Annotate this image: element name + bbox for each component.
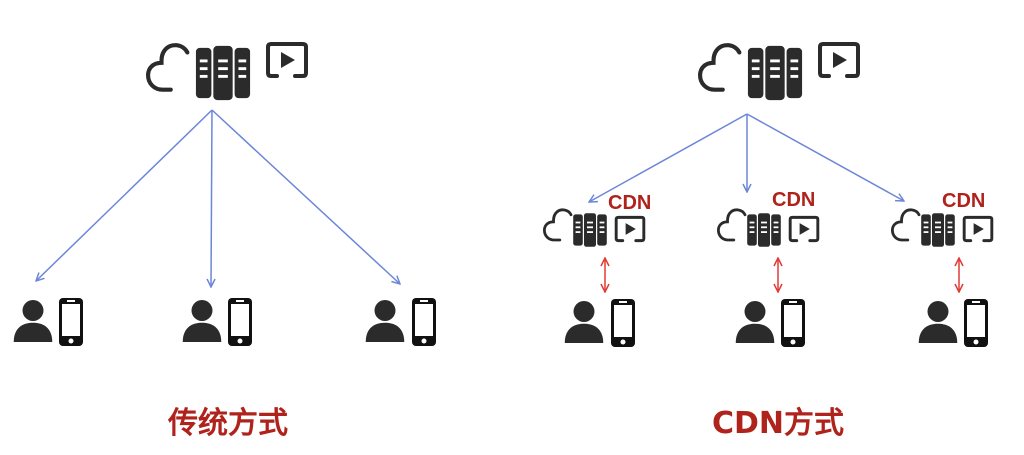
- video-play-icon: [268, 44, 306, 76]
- distribution-arrow: [746, 113, 904, 201]
- server-rack-icon: [921, 213, 955, 247]
- video-play-icon: [820, 44, 858, 76]
- cdn-edge-node: CDN: [891, 190, 994, 247]
- cdn-caption: CDN方式: [712, 406, 844, 441]
- server-rack-icon: [747, 213, 781, 247]
- server-rack-icon: [747, 45, 803, 101]
- cloud-icon: [148, 45, 187, 90]
- client: [918, 299, 988, 347]
- smartphone-icon: [228, 298, 252, 346]
- smartphone-icon: [412, 298, 436, 346]
- user-icon: [365, 300, 405, 342]
- cdn-label: CDN: [608, 192, 651, 214]
- client: [365, 298, 436, 346]
- smartphone-icon: [964, 299, 988, 347]
- cdn-edge-node: CDN: [543, 192, 651, 247]
- origin-server: [148, 44, 306, 101]
- smartphone-icon: [611, 299, 635, 347]
- cloud-icon: [891, 208, 921, 242]
- delivery-arrow: [211, 109, 400, 284]
- server-rack-icon: [195, 45, 251, 101]
- video-play-icon: [962, 215, 994, 243]
- client: [735, 299, 805, 347]
- traditional-panel: 传统方式: [13, 44, 436, 441]
- cloud-icon: [717, 208, 747, 242]
- origin-server: [700, 44, 858, 101]
- cloud-icon: [543, 208, 573, 242]
- cdn-label: CDN: [772, 189, 815, 211]
- delivery-arrow: [211, 109, 212, 287]
- user-icon: [13, 300, 53, 342]
- user-icon: [564, 301, 604, 343]
- server-rack-icon: [573, 213, 607, 247]
- user-icon: [182, 300, 222, 342]
- distribution-arrow: [589, 113, 748, 202]
- smartphone-icon: [781, 299, 805, 347]
- smartphone-icon: [59, 298, 83, 346]
- cdn-panel: CDN CDN CDN: [543, 44, 994, 441]
- cdn-edge-node: CDN: [717, 189, 820, 247]
- cloud-icon: [700, 45, 739, 90]
- user-icon: [735, 301, 775, 343]
- cdn-label: CDN: [942, 190, 985, 212]
- client: [564, 299, 635, 347]
- client: [182, 298, 252, 346]
- video-play-icon: [788, 215, 820, 243]
- user-icon: [918, 301, 958, 343]
- traditional-caption: 传统方式: [167, 406, 288, 441]
- delivery-arrow: [36, 109, 213, 281]
- video-play-icon: [614, 215, 646, 243]
- client: [13, 298, 83, 346]
